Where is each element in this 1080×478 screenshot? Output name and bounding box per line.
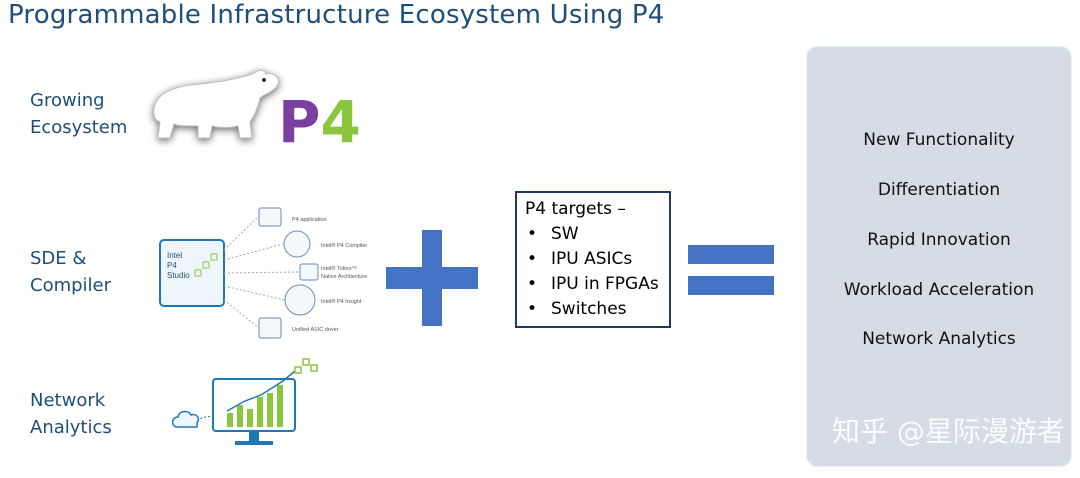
- row-label-network-analytics: Network Analytics: [30, 387, 112, 441]
- app-icon: [258, 207, 282, 227]
- compiler-icon: [283, 230, 311, 258]
- target-item: IPU in FPGAs: [525, 272, 661, 297]
- studio-label-1: Intel: [167, 251, 182, 260]
- cloud-icon: [171, 410, 200, 428]
- result-item: New Functionality: [863, 130, 1015, 150]
- row-label-line1: Growing: [30, 90, 105, 111]
- sde-item-3: Native Architecture: [321, 274, 367, 280]
- studio-label-2: P4: [167, 261, 177, 270]
- sde-item-4: Intel® P4 Insight: [321, 298, 362, 305]
- result-item: Workload Acceleration: [843, 280, 1035, 300]
- bear-icon: [153, 69, 279, 139]
- row-label-line2: Compiler: [30, 275, 112, 296]
- plus-icon: [386, 230, 478, 326]
- driver-icon: [258, 317, 282, 339]
- equals-icon: [688, 245, 774, 297]
- row-label-line2: Analytics: [30, 417, 112, 438]
- row-label-line1: SDE &: [30, 248, 87, 269]
- target-item: IPU ASICs: [525, 247, 661, 272]
- target-item: SW: [525, 222, 661, 247]
- targets-heading: P4 targets –: [525, 199, 626, 219]
- sde-compiler-graphic: Intel P4 Studio P4 application Intel® P4…: [155, 200, 395, 350]
- row-label-growing-ecosystem: Growing Ecosystem: [30, 87, 127, 141]
- result-item: Rapid Innovation: [867, 230, 1011, 250]
- bar-graph-icon: [227, 385, 283, 427]
- target-item: Switches: [525, 297, 661, 322]
- insight-icon: [284, 284, 316, 316]
- watermark: 知乎 @星际漫游者: [832, 415, 1065, 448]
- studio-label-3: Studio: [167, 271, 190, 280]
- targets-list: SW IPU ASICs IPU in FPGAs Switches: [525, 222, 661, 322]
- p4-logo-text: P4: [278, 88, 360, 154]
- page-title: Programmable Infrastructure Ecosystem Us…: [8, 0, 665, 30]
- result-item: Network Analytics: [862, 329, 1016, 349]
- architecture-icon: [299, 263, 319, 281]
- row-label-line2: Ecosystem: [30, 117, 128, 138]
- row-label-line1: Network: [30, 390, 106, 411]
- results-panel: New Functionality Differentiation Rapid …: [807, 47, 1071, 466]
- p4-targets-box: P4 targets – SW IPU ASICs IPU in FPGAs S…: [515, 191, 671, 328]
- p4-logo: P4: [140, 64, 361, 156]
- sde-item-1: Intel® P4 Compiler: [321, 242, 367, 249]
- sde-item-2: Intel® Tofino™: [321, 265, 357, 272]
- row-label-sde-compiler: SDE & Compiler: [30, 245, 111, 299]
- result-item: Differentiation: [877, 180, 1001, 200]
- sde-item-5: Unified ASIC driver: [292, 327, 339, 333]
- sde-item-0: P4 application: [292, 217, 327, 223]
- analytics-graphic: [165, 355, 340, 455]
